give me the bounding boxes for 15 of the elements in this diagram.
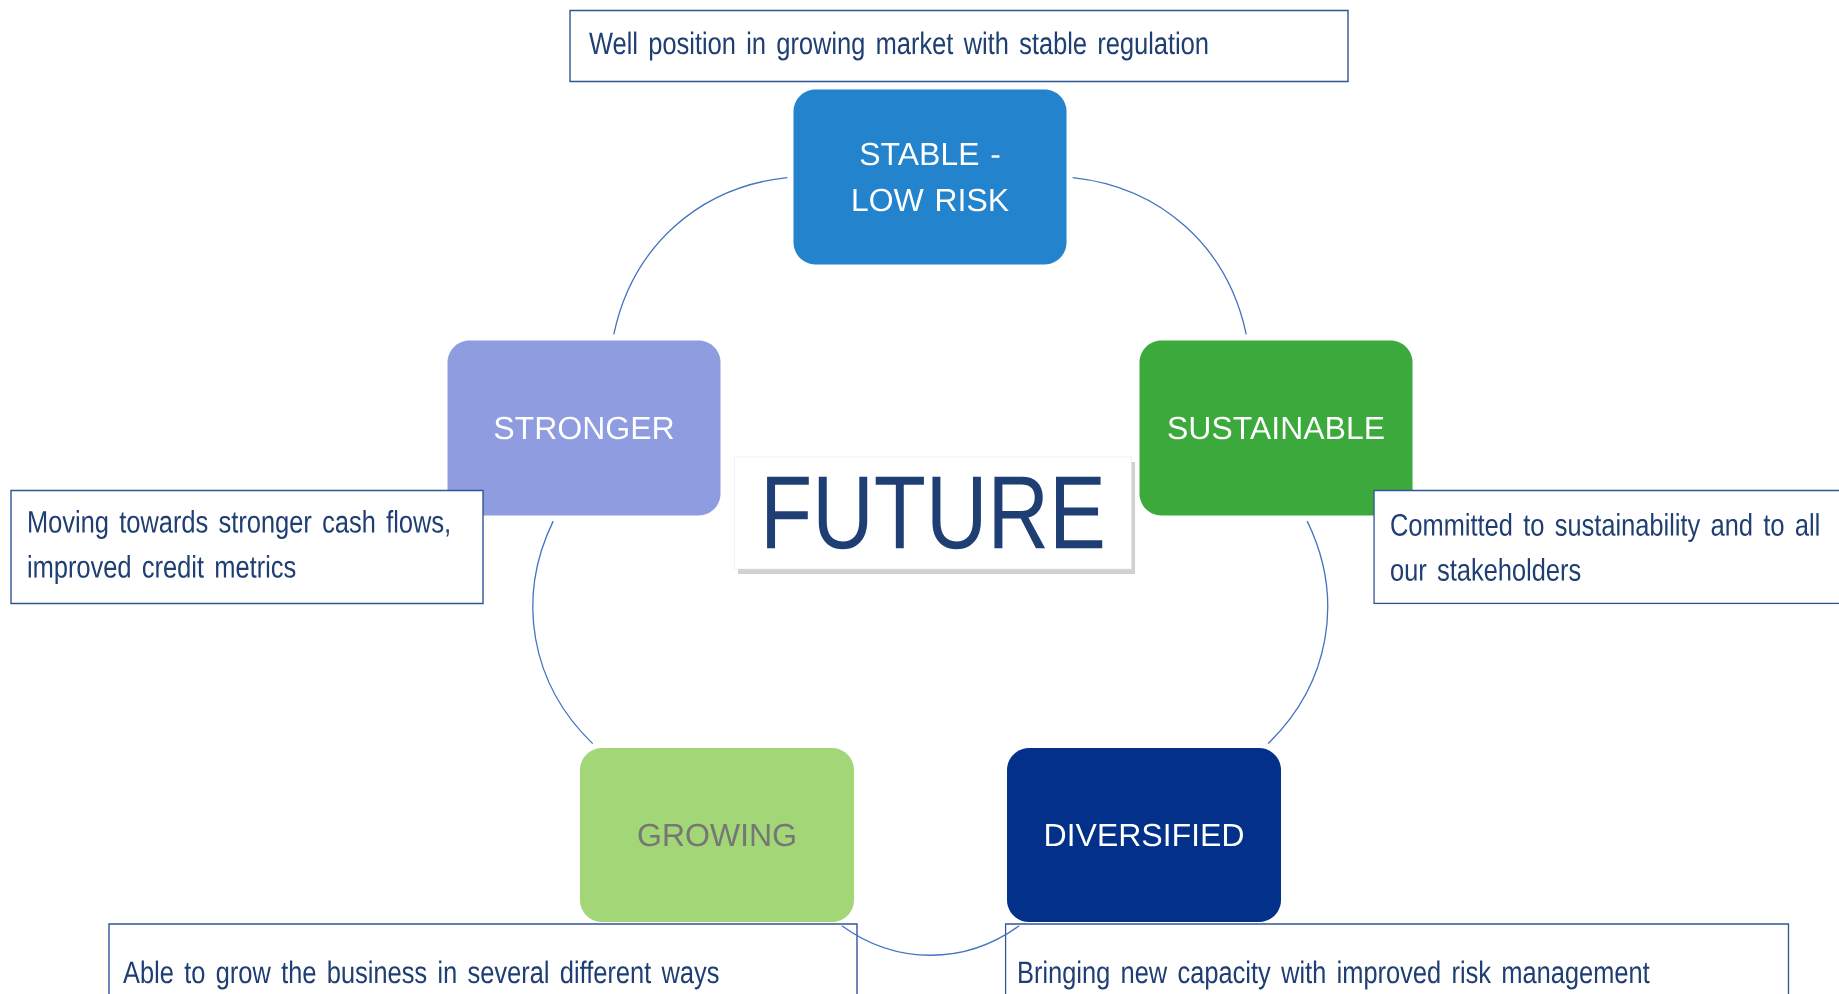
description-box: Committed to sustainability and to all our stakeholders — [1373, 489, 1839, 605]
pillar-box: STABLE - LOW RISK — [793, 89, 1067, 265]
description-box: Able to grow the business in several different ways — [108, 923, 858, 994]
pillar-box: GROWING — [580, 748, 854, 922]
ring-arc — [532, 520, 594, 745]
ring-arc — [613, 176, 788, 336]
description-box: Bringing new capacity with improved risk management — [1004, 923, 1790, 994]
pillar-box: DIVERSIFIED — [1007, 748, 1281, 922]
ring-arc — [841, 925, 1020, 956]
ring-arc — [1267, 520, 1329, 745]
title-box: FUTURE — [734, 456, 1135, 574]
description-box: Moving towards stronger cash flows, improved credit metrics — [10, 489, 484, 605]
ring-arc — [1072, 176, 1247, 336]
pillar-box: STRONGER — [447, 340, 721, 516]
description-box: Well position in growing market with stable regulation — [569, 9, 1349, 83]
